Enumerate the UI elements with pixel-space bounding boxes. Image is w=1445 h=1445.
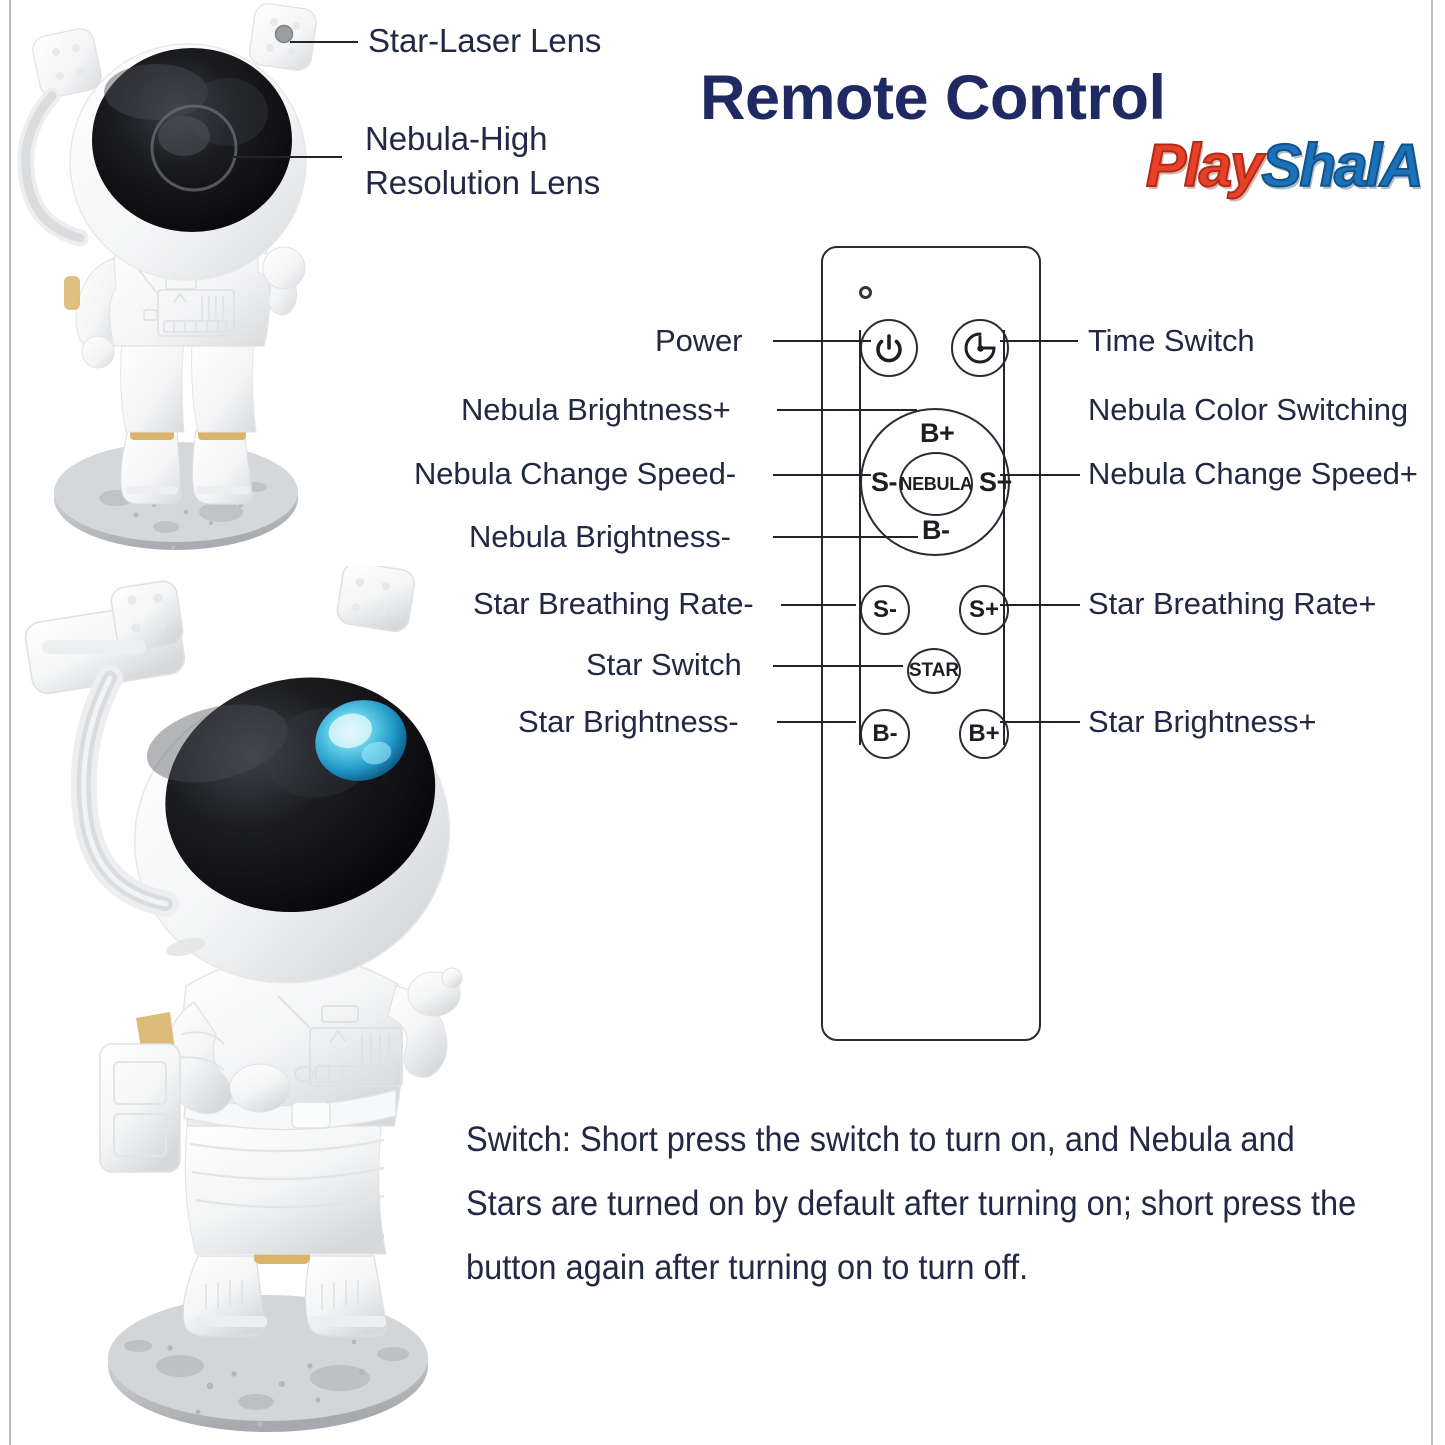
leader-nebula-brightness-up xyxy=(777,409,917,411)
leader-nebula-speed-up xyxy=(1000,474,1080,476)
left-edge-rule xyxy=(9,0,11,1445)
leader-nebula-brightness-down xyxy=(773,536,918,538)
leader-star-breathing-up xyxy=(1000,604,1080,606)
star-switch-button[interactable]: STAR xyxy=(907,648,961,694)
nebula-brightness-down-label[interactable]: B- xyxy=(922,515,950,545)
leader-star-breathing-down xyxy=(781,604,856,606)
nebula-control-pad[interactable]: B+ B- S- S+ NEBULA xyxy=(860,408,1012,556)
callout-nebula-lens-line1: Nebula-High xyxy=(365,120,548,157)
leader-power xyxy=(773,340,871,342)
leader-rail-right xyxy=(1003,330,1005,745)
label-nebula-brightness-down: Nebula Brightness- xyxy=(469,519,731,554)
star-laser-lens-target xyxy=(274,24,294,44)
label-time-switch: Time Switch xyxy=(1088,323,1255,358)
leader-star-switch xyxy=(773,665,903,667)
callout-star-laser-lens: Star-Laser Lens xyxy=(368,22,602,59)
page-title: Remote Control xyxy=(700,63,1166,133)
power-icon xyxy=(876,334,902,363)
leader-nebula-speed-down xyxy=(773,474,871,476)
label-nebula-color-switching: Nebula Color Switching xyxy=(1088,392,1409,427)
brand-logo-shala: ShalA xyxy=(1260,131,1424,200)
star-breathing-rate-up-button[interactable]: S+ xyxy=(959,585,1009,635)
astronaut-product-photo-upright xyxy=(6,0,336,560)
nebula-brightness-up-label[interactable]: B+ xyxy=(920,418,955,448)
brand-logo: PlayShalA xyxy=(1145,131,1424,200)
label-nebula-speed-down: Nebula Change Speed- xyxy=(414,456,737,491)
right-edge-rule xyxy=(1431,0,1433,1445)
nebula-speed-down-label[interactable]: S- xyxy=(871,467,898,497)
remote-control-body: B+ B- S- S+ NEBULA S- S+ STAR B- B+ xyxy=(821,246,1041,1041)
star-brightness-down-button[interactable]: B- xyxy=(860,709,910,759)
leader-star-laser-lens xyxy=(290,41,358,43)
star-breathing-rate-down-button[interactable]: S- xyxy=(860,585,910,635)
label-nebula-brightness-up: Nebula Brightness+ xyxy=(461,392,731,427)
switch-instructions: Switch: Short press the switch to turn o… xyxy=(466,1120,1357,1287)
brand-logo-play: Play xyxy=(1145,131,1264,200)
label-nebula-speed-up: Nebula Change Speed+ xyxy=(1088,456,1418,491)
nebula-center-button[interactable]: NEBULA xyxy=(899,452,973,516)
nebula-speed-up-label[interactable]: S+ xyxy=(979,467,1012,497)
timer-icon xyxy=(964,332,996,364)
label-star-breathing-down: Star Breathing Rate- xyxy=(473,586,754,621)
label-star-switch: Star Switch xyxy=(586,647,742,682)
leader-star-brightness-down xyxy=(777,721,856,723)
leader-time-switch xyxy=(1000,340,1078,342)
leader-nebula-lens xyxy=(232,156,342,158)
label-star-breathing-up: Star Breathing Rate+ xyxy=(1088,586,1377,621)
astronaut-product-photo-tilted xyxy=(10,566,480,1445)
leader-star-brightness-up xyxy=(1000,721,1080,723)
power-button[interactable] xyxy=(860,319,918,377)
star-brightness-up-button[interactable]: B+ xyxy=(959,709,1009,759)
label-power: Power xyxy=(655,323,743,358)
label-star-brightness-down: Star Brightness- xyxy=(518,704,739,739)
time-switch-button[interactable] xyxy=(951,319,1009,377)
callout-nebula-lens-line2: Resolution Lens xyxy=(365,164,601,201)
label-star-brightness-up: Star Brightness+ xyxy=(1088,704,1317,739)
led-indicator-icon xyxy=(859,286,872,299)
